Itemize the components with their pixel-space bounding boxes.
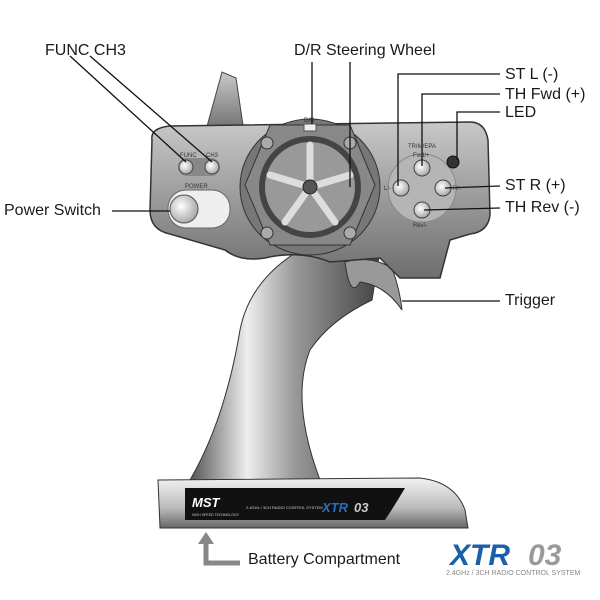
print-rev: Rev/-: [413, 223, 427, 229]
led: [446, 155, 460, 169]
label-st-l: ST L (-): [505, 66, 559, 83]
label-dr-steering: D/R Steering Wheel: [294, 42, 436, 59]
label-battery: Battery Compartment: [248, 551, 401, 568]
logo-model-a: XTR: [448, 539, 510, 572]
print-ch3: CH3: [206, 153, 219, 159]
print-system: 2.4GHz / 3CH RADIO CONTROL SYSTEM: [246, 505, 323, 510]
xtr03-logo: XTR 03 2.4GHz / 3CH RADIO CONTROL SYSTEM: [446, 539, 580, 577]
print-model-b: 03: [354, 500, 369, 515]
print-dr: D/R: [304, 118, 315, 124]
logo-tagline: 2.4GHz / 3CH RADIO CONTROL SYSTEM: [446, 570, 580, 577]
battery-arrow: [203, 540, 240, 566]
print-left: L/-: [384, 186, 391, 192]
label-led: LED: [505, 104, 537, 121]
print-right: R/+: [453, 186, 463, 192]
print-model-a: XTR: [321, 500, 349, 515]
label-power-switch: Power Switch: [4, 202, 101, 219]
label-th-rev: TH Rev (-): [505, 199, 580, 216]
label-trigger: Trigger: [505, 292, 556, 309]
print-trim: TRIM/EPA: [408, 144, 436, 150]
antenna: [205, 71, 245, 133]
print-power: POWER: [185, 184, 208, 190]
label-func-ch3: FUNC CH3: [45, 42, 126, 59]
label-th-fwd: TH Fwd (+): [505, 86, 586, 103]
label-st-r: ST R (+): [505, 177, 566, 194]
logo-model-b: 03: [528, 539, 562, 572]
power-switch: [169, 194, 199, 224]
print-func: FUNC: [180, 153, 197, 159]
print-brand: MST: [192, 495, 221, 510]
trigger: [344, 259, 403, 311]
print-fwd: Fwd/+: [413, 153, 430, 159]
print-brand-sub: HIGH SPEED TECHNOLOGY: [192, 513, 240, 517]
